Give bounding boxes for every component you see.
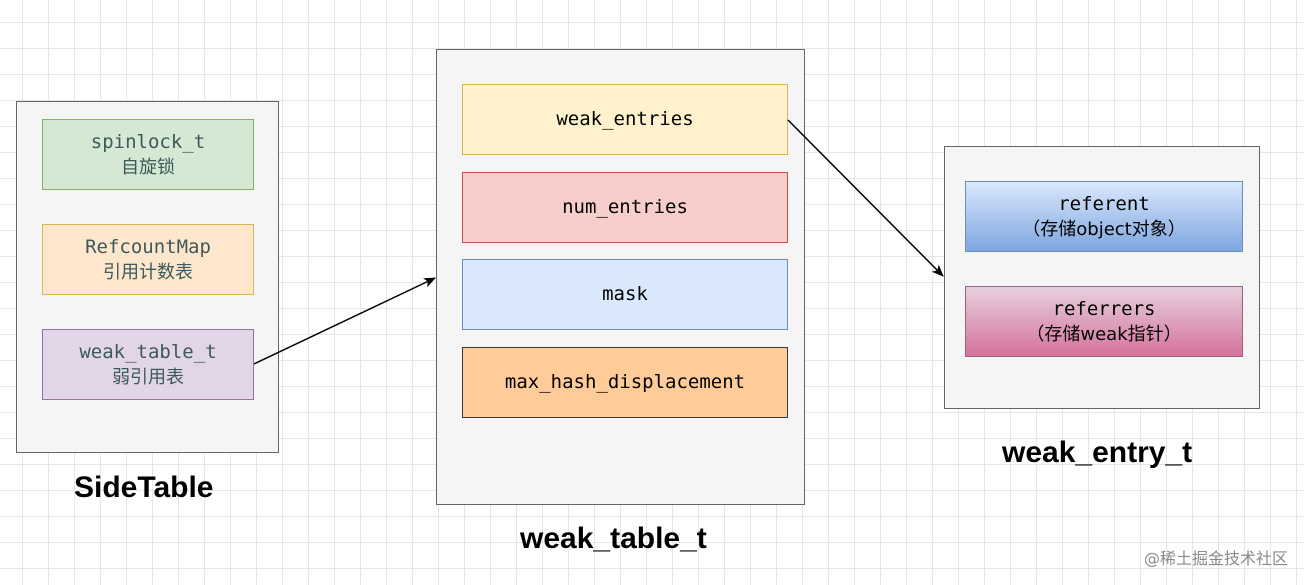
field-name: max_hash_displacement (504, 371, 746, 393)
field-name: weak_table_t (79, 340, 217, 363)
field-name: num_entries (562, 196, 688, 218)
weak-entry-field-referrers: referrers （存储weak指针） (965, 286, 1243, 357)
field-desc: 引用计数表 (103, 261, 193, 283)
weak-table-field-max-hash-displacement: max_hash_displacement (462, 347, 788, 418)
weak-table-field-weak-entries: weak_entries (462, 84, 788, 155)
arrow-sidetable-to-weak-table (253, 277, 436, 365)
field-name: referent (1058, 192, 1150, 215)
field-desc: 自旋锁 (121, 156, 175, 178)
field-name: referrers (1052, 297, 1156, 320)
weak-table-field-mask: mask (462, 259, 788, 330)
weak-table-title: weak_table_t (520, 522, 707, 555)
field-desc: （存储weak指针） (1026, 323, 1182, 345)
field-name: mask (602, 283, 648, 305)
watermark: @稀土掘金技术社区 (1143, 549, 1288, 568)
sidetable-field-spinlock: spinlock_t 自旋锁 (42, 119, 254, 190)
sidetable-field-weak-table: weak_table_t 弱引用表 (42, 329, 254, 400)
field-desc: 弱引用表 (112, 366, 184, 388)
sidetable-field-refcountmap: RefcountMap 引用计数表 (42, 224, 254, 295)
field-desc: （存储object对象） (1022, 218, 1186, 240)
field-name: weak_entries (556, 108, 694, 130)
sidetable-title: SideTable (74, 471, 214, 504)
weak-entry-title: weak_entry_t (1002, 436, 1193, 469)
field-name: spinlock_t (90, 130, 206, 153)
weak-entry-field-referent: referent （存储object对象） (965, 181, 1243, 252)
field-name: RefcountMap (85, 235, 211, 258)
weak-table-field-num-entries: num_entries (462, 172, 788, 243)
arrow-weak-entries-to-weak-entry (787, 119, 944, 277)
